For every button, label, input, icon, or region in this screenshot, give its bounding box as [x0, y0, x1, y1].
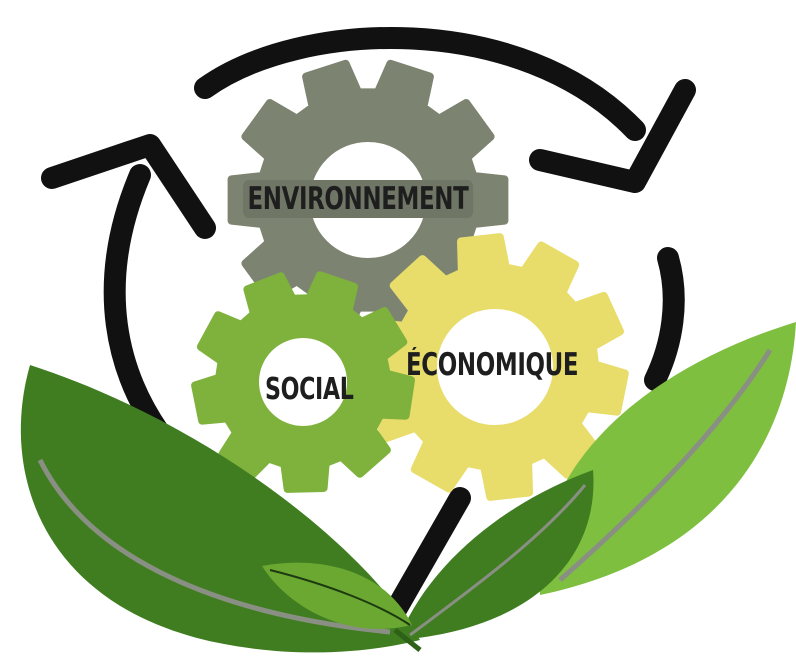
label-environment: ENVIRONNEMENT [243, 180, 473, 218]
leaf-center-right-vein [409, 484, 587, 637]
leaf-right-vein [558, 348, 773, 582]
label-economic: ÉCONOMIQUE [406, 347, 579, 383]
leaf-small-left-vein [269, 569, 411, 626]
cycle-arrow-bottom-icon [379, 487, 471, 631]
leaves [20, 322, 796, 653]
leaf-left-vein [37, 458, 391, 635]
arrowhead-top-right-icon [529, 79, 696, 193]
gear-social-icon [191, 271, 415, 493]
leaf-stem [393, 628, 422, 652]
leaf-right-large-icon [539, 322, 796, 595]
leaf-small-left-icon [262, 562, 412, 629]
cycle-arrow-right-icon [644, 247, 685, 391]
arrowhead-left-icon [41, 134, 216, 239]
leaf-center-right-icon [398, 470, 594, 640]
gears [191, 59, 629, 501]
gear-economic-icon [361, 233, 629, 501]
label-social: SOCIAL [265, 372, 354, 407]
cycle-arrow-top-icon [194, 27, 646, 141]
